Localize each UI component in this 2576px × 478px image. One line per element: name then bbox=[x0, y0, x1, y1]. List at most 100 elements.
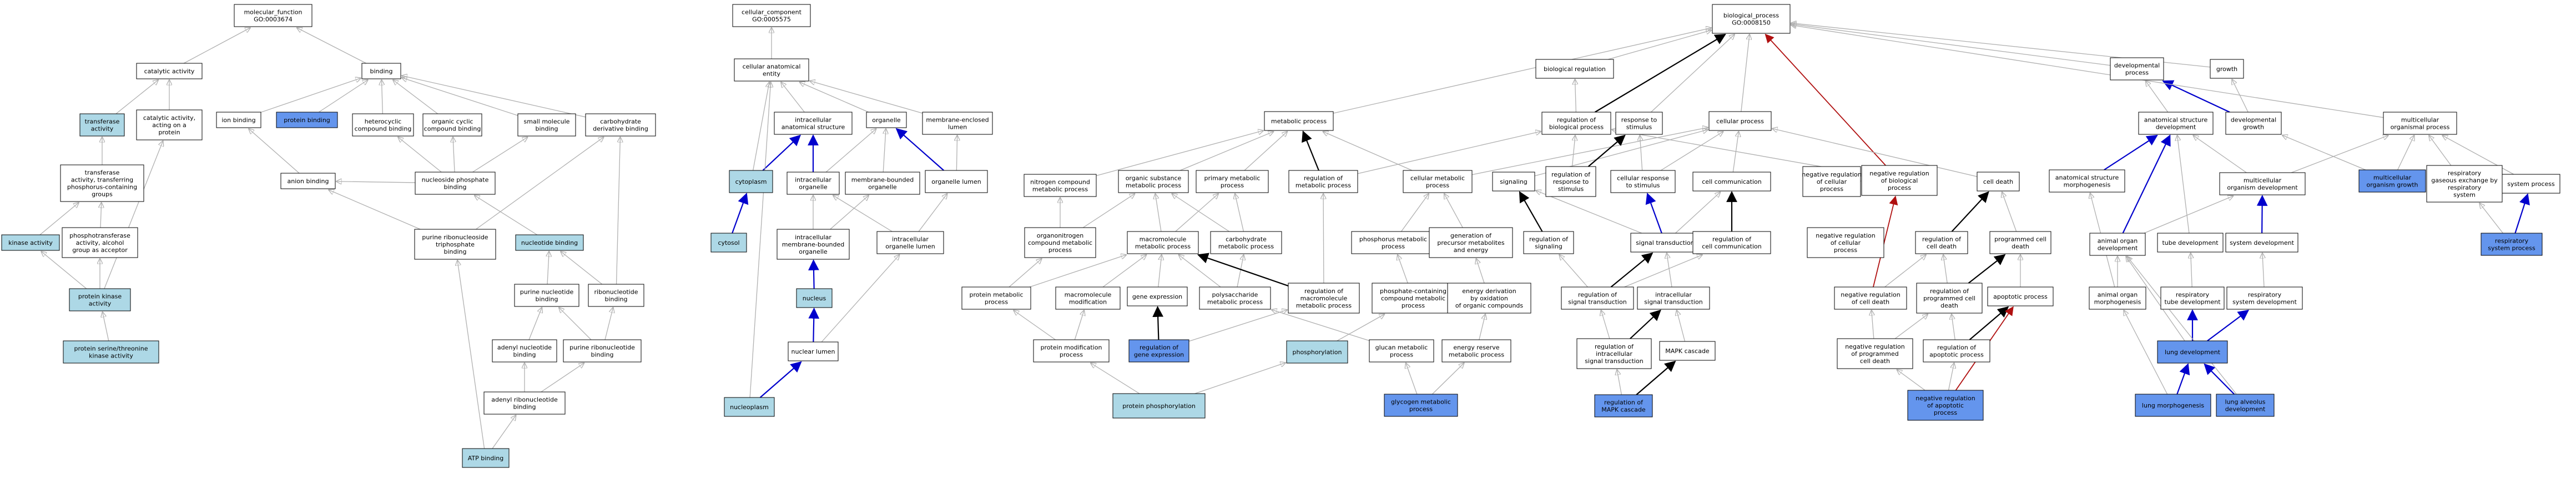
node-label: animal organ bbox=[2098, 291, 2138, 299]
node-label: apoptotic process bbox=[1993, 293, 2048, 300]
edge-regpcd-to-pcd bbox=[1968, 254, 2006, 284]
edge-lungalv-to-animorgdev bbox=[2127, 256, 2237, 395]
edge-cytoplasm-to-cae bbox=[753, 82, 769, 171]
node-label: phosphorylation bbox=[1293, 349, 1342, 356]
edge-nitrogen-to-metproc bbox=[1096, 130, 1263, 177]
edge-glycogen-to-energyres bbox=[1431, 363, 1464, 395]
node-label: binding bbox=[443, 248, 466, 255]
node-label: by oxidation bbox=[1470, 295, 1508, 302]
node-label: of organic compounds bbox=[1455, 302, 1524, 309]
edge-carbmet-to-orgsub bbox=[1172, 194, 1229, 232]
node-label: of programmed bbox=[1851, 350, 1899, 358]
node-label: metabolic process bbox=[1295, 182, 1351, 189]
node-label: regulation of bbox=[1922, 236, 1962, 243]
node-label: system bbox=[2453, 192, 2476, 199]
node-label: developmental bbox=[2231, 117, 2276, 124]
edge-orglumen-to-organelle bbox=[895, 128, 945, 171]
edge-regintrasig-to-intrasig bbox=[1630, 309, 1661, 339]
edge-phosphotrans-to-transfphos bbox=[100, 203, 102, 228]
node-box bbox=[2210, 59, 2244, 79]
node-label: membrane-bounded bbox=[782, 241, 845, 248]
edge-orglumen-to-membenc bbox=[956, 135, 957, 171]
node-label: nucleoside phosphate bbox=[422, 177, 489, 184]
edge-negregapop-to-regapop bbox=[1948, 363, 1954, 391]
node-label: death bbox=[2012, 243, 2029, 250]
edge-bioreg-to-bp bbox=[1607, 30, 1711, 60]
node-label: system development bbox=[2232, 299, 2297, 306]
node-label: intracellular bbox=[892, 236, 929, 243]
node-box bbox=[787, 172, 840, 195]
node-label: signaling bbox=[1500, 178, 1528, 185]
node-label: programmed cell bbox=[1923, 295, 1975, 302]
node-growth: growth bbox=[2210, 59, 2244, 79]
node-label: organelle bbox=[799, 184, 828, 191]
node-label: cellular response bbox=[1617, 175, 1669, 182]
edge-orgsub-to-metproc bbox=[1179, 132, 1273, 171]
edge-anatdev-to-devproc bbox=[2146, 81, 2169, 113]
node-label: compound binding bbox=[355, 125, 412, 133]
node-box bbox=[1024, 174, 1097, 197]
edge-nucphos-to-smallmol bbox=[472, 137, 527, 173]
node-box bbox=[280, 173, 336, 189]
node-kinase: kinase activity bbox=[1, 234, 60, 251]
node-box bbox=[414, 229, 496, 260]
node-box bbox=[1907, 390, 1984, 421]
node-label: protein kinase bbox=[78, 293, 122, 300]
node-box bbox=[79, 113, 125, 137]
node-box bbox=[1916, 283, 1983, 314]
node-label: adenyl ribonucleotide bbox=[491, 396, 558, 404]
node-label: catalytic activity, bbox=[143, 114, 195, 122]
edge-macromol-to-primary bbox=[1175, 194, 1218, 232]
node-box bbox=[2157, 340, 2228, 364]
node-label: and energy bbox=[1454, 246, 1489, 254]
edge-adenylnuc-to-purinenuc bbox=[528, 308, 542, 340]
node-box bbox=[1055, 286, 1121, 310]
node-box bbox=[1594, 394, 1653, 417]
node-label: of cellular bbox=[1831, 239, 1861, 246]
node-label: activity, transferring bbox=[71, 177, 133, 184]
node-label: glucan metabolic bbox=[1375, 344, 1428, 351]
node-label: organelle lumen bbox=[931, 178, 981, 185]
node-label: organism growth bbox=[2366, 182, 2418, 189]
node-label: generation of bbox=[1450, 232, 1492, 239]
node-box bbox=[2225, 233, 2298, 253]
node-box bbox=[866, 112, 907, 128]
node-label: negative regulation bbox=[1802, 171, 1862, 178]
edge-regmapk-to-mapk bbox=[1636, 360, 1676, 395]
edge-polysacch-to-macromol bbox=[1179, 255, 1221, 288]
edge-lungdev-to-respsysdev bbox=[2207, 309, 2250, 341]
node-label: binding bbox=[535, 125, 558, 133]
node-cellcomm: cell communication bbox=[1692, 172, 1771, 192]
node-label: lung development bbox=[2165, 349, 2221, 356]
node-cellproc: cellular process bbox=[1708, 111, 1772, 131]
edge-purinenuc-to-nucleotide bbox=[547, 251, 549, 285]
node-box bbox=[876, 231, 944, 254]
node-box bbox=[1692, 231, 1771, 254]
edge-regmapk-to-regintrasig bbox=[1617, 370, 1622, 395]
edge-mapk-to-intrasig bbox=[1677, 310, 1686, 342]
edge-regresp-to-regbp bbox=[1572, 135, 1575, 167]
node-label: ion binding bbox=[221, 117, 255, 124]
edge-nucphos-to-orgcyc bbox=[453, 137, 455, 173]
edge-protmet-to-orgnitro bbox=[1009, 259, 1042, 288]
edge-ribonuc-to-nucleotide bbox=[561, 251, 603, 285]
node-organelle: organelle bbox=[866, 112, 907, 128]
node-label: transferase bbox=[85, 169, 120, 177]
node-label: GO:0003674 bbox=[254, 16, 293, 23]
node-box bbox=[422, 113, 482, 137]
edge-sigtrans-to-cellcomm bbox=[1675, 192, 1721, 234]
edge-pcd-to-celldeath bbox=[2002, 192, 2017, 232]
node-box bbox=[2089, 286, 2146, 310]
node-label: stimulus bbox=[1626, 124, 1652, 131]
edge-respsysproc-to-sysproc bbox=[2514, 193, 2530, 234]
node-label: intracellular bbox=[1655, 291, 1692, 299]
node-box bbox=[1977, 172, 2020, 192]
